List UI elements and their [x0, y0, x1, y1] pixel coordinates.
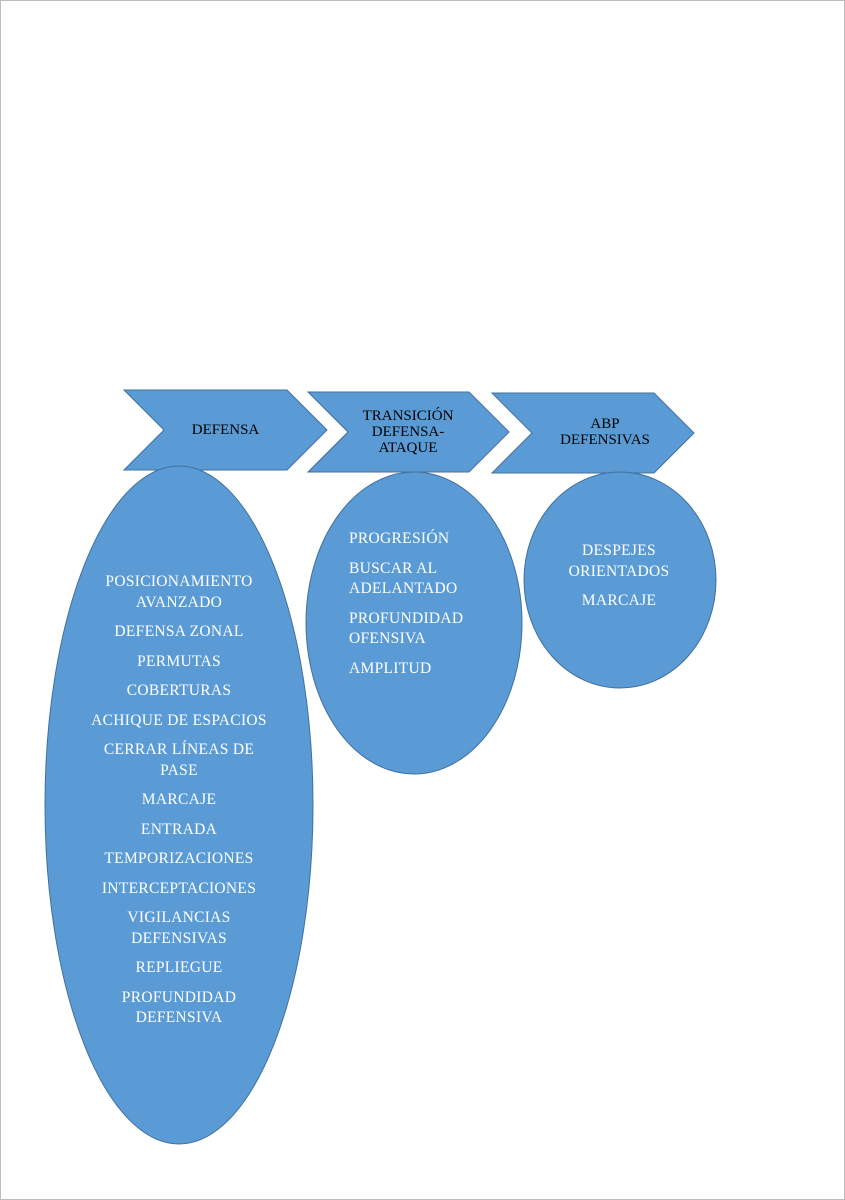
- chevron-abp: [490, 392, 695, 474]
- list-item: VIGILANCIAS DEFENSIVAS: [127, 909, 231, 947]
- stage-label-abp: ABP DEFENSIVAS: [560, 416, 650, 448]
- list-item: ENTRADA: [140, 820, 218, 838]
- list-item: BUSCAR AL ADELANTADO: [349, 559, 458, 598]
- transicion-item-list: PROGRESIÓN BUSCAR AL ADELANTADO PROFUNDI…: [349, 529, 479, 699]
- defensa-item-list: POSICIONAMIENTO AVANZADO DEFENSA ZONAL P…: [90, 572, 268, 1040]
- list-item: PROGRESIÓN: [349, 530, 450, 547]
- list-item: PROFUNDIDAD OFENSIVA: [349, 609, 464, 648]
- list-item: DEFENSA ZONAL: [114, 623, 244, 640]
- list-item: CERRAR LÍNEAS DE PASE: [103, 741, 255, 779]
- list-item: REPLIEGUE: [135, 959, 223, 976]
- list-item: COBERTURAS: [126, 682, 232, 699]
- list-item: PROFUNDIDAD DEFENSIVA: [121, 988, 237, 1027]
- stage-label-transicion: TRANSICIÓN DEFENSA-ATAQUE: [362, 408, 454, 456]
- list-item: AMPLITUD: [349, 659, 432, 677]
- list-item: MARCAJE: [581, 592, 657, 609]
- oval-defensa: [44, 465, 314, 1145]
- list-item: ACHIQUE DE ESPACIOS: [91, 711, 267, 729]
- oval-abp: [523, 471, 717, 689]
- list-item: PERMUTAS: [137, 652, 221, 670]
- list-item: INTERCEPTACIONES: [101, 879, 257, 897]
- abp-item-list: DESPEJES ORIENTADOS MARCAJE: [560, 541, 678, 631]
- list-item: DESPEJES ORIENTADOS: [568, 542, 670, 580]
- chevron-defensa: [122, 389, 328, 471]
- chevron-transicion: [306, 391, 510, 473]
- list-item: MARCAJE: [141, 791, 217, 808]
- stage-label-defensa: DEFENSA: [191, 422, 260, 438]
- list-item: TEMPORIZACIONES: [104, 850, 254, 867]
- oval-transicion: [305, 471, 523, 775]
- list-item: POSICIONAMIENTO AVANZADO: [105, 573, 253, 611]
